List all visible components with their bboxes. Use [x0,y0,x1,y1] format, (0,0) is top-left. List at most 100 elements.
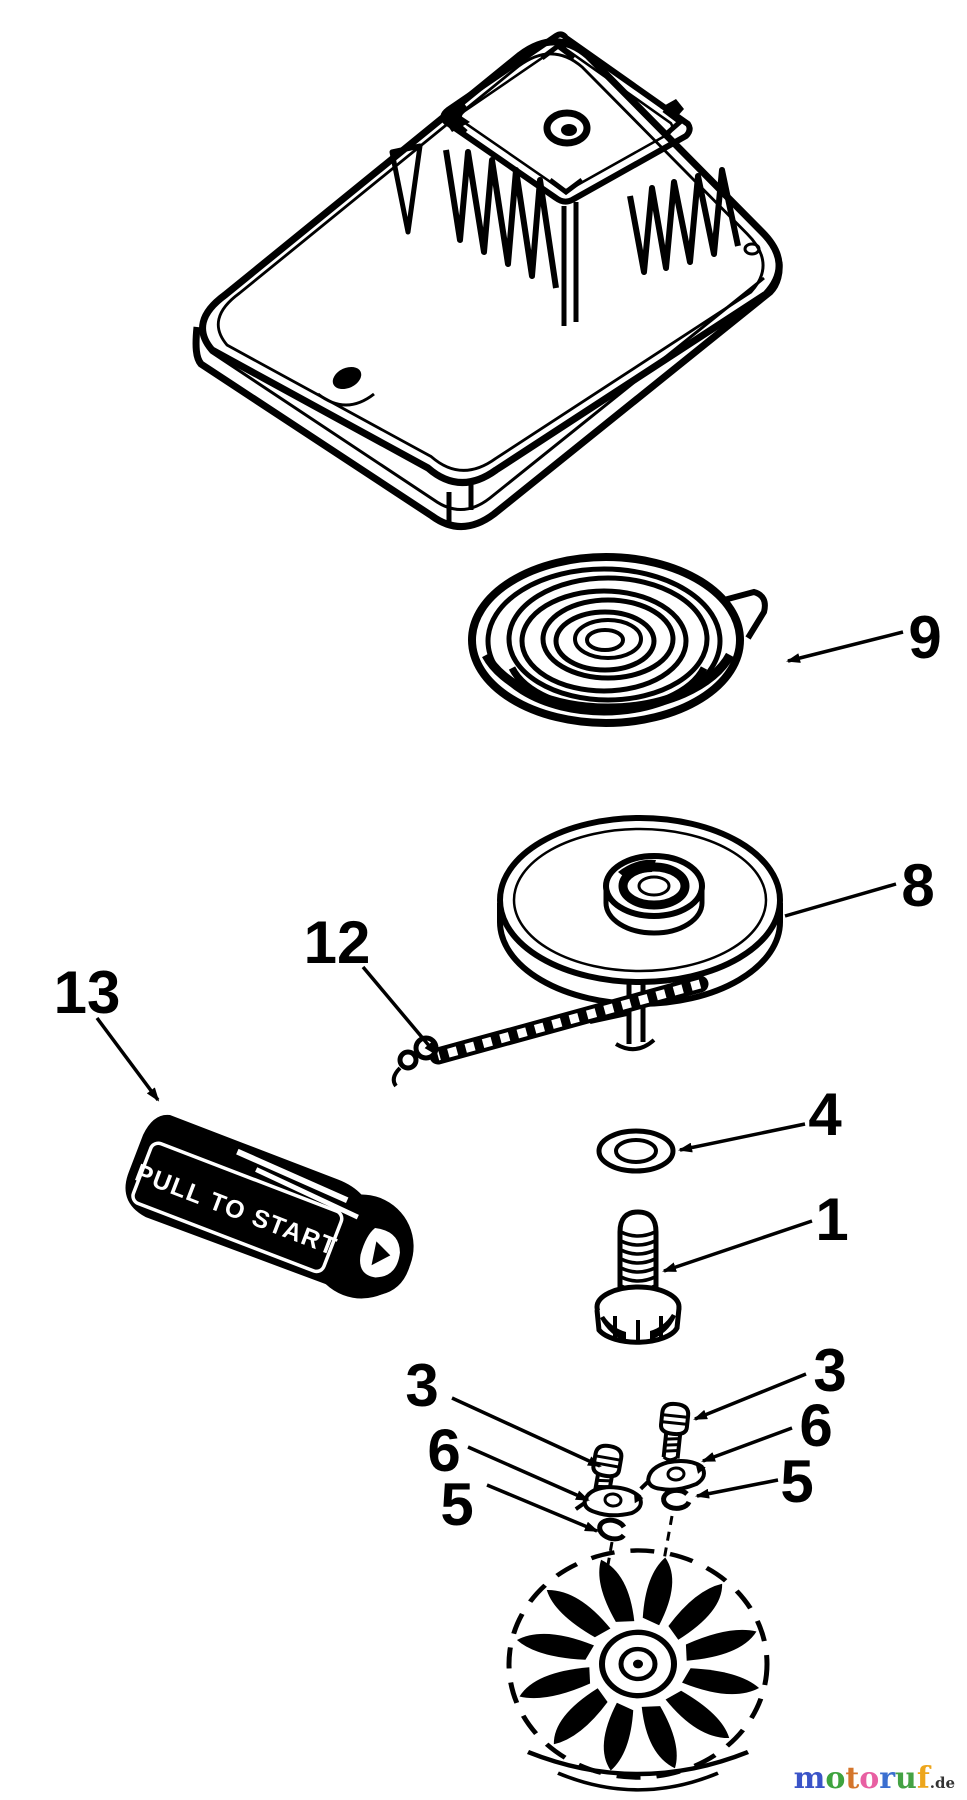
flywheel-fan [506,1548,770,1792]
spring-coil [553,609,657,673]
handle-groove [236,1148,349,1203]
handle-label-panel [131,1141,344,1274]
part-label-13: 13 [54,959,121,1026]
flange-bolt [594,1209,682,1345]
fan-blade [541,1579,613,1643]
fan-blade [515,1665,596,1704]
pulley-anchor-post [626,979,646,1044]
fan-blade [542,1686,614,1750]
fin-block-center-bore [561,124,577,136]
fins-left [443,149,559,289]
part-label-1: 1 [815,1186,848,1253]
starter-housing-cover [192,31,783,530]
leader-line-9 [786,630,904,663]
housing-skirt [192,261,783,530]
corner-shade-right [660,99,684,118]
handle-loop-hole-shade [371,1241,391,1266]
recoil-spring [468,553,768,727]
fins-right [627,167,741,275]
handle-groove [255,1167,359,1220]
leader-line-4 [678,1122,806,1153]
fan-base-arc [526,1749,750,1777]
part-label-5-right: 5 [780,1448,813,1515]
leader-line-8 [784,882,897,918]
watermark-letter: f [916,1761,930,1796]
watermark-motoruf-logo[interactable]: motoruf.de [794,1764,955,1794]
rope-knot-tail [391,1066,402,1088]
corner-bracket-right [662,108,684,138]
fin-block-center-hole [543,109,591,147]
fin-block-side-flap [389,143,423,235]
housing-rope-hole [332,366,362,390]
starter-handle: PULL TO START [125,1114,414,1299]
part-label-3-left: 3 [405,1352,438,1419]
leader-line-12 [361,965,438,1056]
leader-line-3-right [693,1372,807,1421]
housing-bottom-tab [446,480,474,522]
pulley-hub-depth [603,890,705,936]
fan-blade [639,1701,683,1773]
part-label-6-right: 6 [799,1392,832,1459]
fan-blade [680,1624,761,1663]
leader-line-5-right [695,1478,779,1499]
bolt-hex-shade [600,1316,626,1341]
rope-knot [397,1049,419,1071]
pulley-anchor-base [614,1038,656,1052]
housing-screw-hole [743,242,761,256]
fin-block-top-face [440,31,693,205]
leader-line-5-left [486,1483,599,1533]
housing-inner-line [216,52,765,472]
leader-line-6-left [467,1445,590,1502]
assembly-dash-line [604,1541,614,1577]
part-label-12: 12 [304,909,371,976]
fan-blade [594,1702,639,1773]
pawl-right [639,1460,706,1492]
spring-coil [573,618,643,660]
watermark-letter: t [845,1761,860,1796]
watermark-letter: r [879,1761,896,1796]
handle-body [125,1114,411,1297]
watermark-letter: m [793,1761,826,1796]
part-number-labels: 9 8 12 13 4 1 3 6 5 3 6 5 [54,604,942,1538]
leader-lines [95,630,904,1533]
retaining-ring-right [664,1490,689,1508]
housing-hole-boss [317,392,375,407]
starter-rope [391,975,709,1088]
spring-coil [540,597,676,681]
cooling-fin-block [389,31,741,326]
pulley-hub-bore [637,875,671,897]
housing-skirt-inner [210,276,765,511]
fan-blade [514,1625,595,1665]
fan-blade [662,1578,734,1642]
part-label-8: 8 [901,852,934,919]
screw-right [655,1400,692,1464]
starter-pulley [497,815,783,1052]
fan-blade [593,1555,637,1627]
spring-outer-hook [723,588,768,640]
pulley-rim-line [512,827,768,973]
watermark-letter: o [825,1761,846,1796]
washer-inner [614,1138,658,1164]
pulley-hub-shade [618,859,656,880]
corner-shade-left [444,110,470,132]
pawl-left [573,1481,647,1521]
spring-coil [506,575,710,703]
fan-blade [681,1663,762,1703]
part-label-5-left: 5 [440,1471,473,1538]
leader-line-1 [662,1219,813,1273]
rope-cord [429,975,709,1065]
spring-coil [519,588,689,694]
washer [596,1128,676,1174]
corner-bracket-bottom [548,178,584,196]
fin-block-edge [561,202,579,326]
leader-line-6-right [701,1426,793,1463]
washer-outer [596,1128,676,1174]
watermark-suffix: .de [929,1774,955,1792]
part-label-3-right: 3 [813,1337,846,1404]
fan-base-arc [557,1771,719,1792]
spring-bottom-shade [508,666,708,714]
part-label-4: 4 [808,1081,842,1148]
spring-coil [468,553,744,727]
